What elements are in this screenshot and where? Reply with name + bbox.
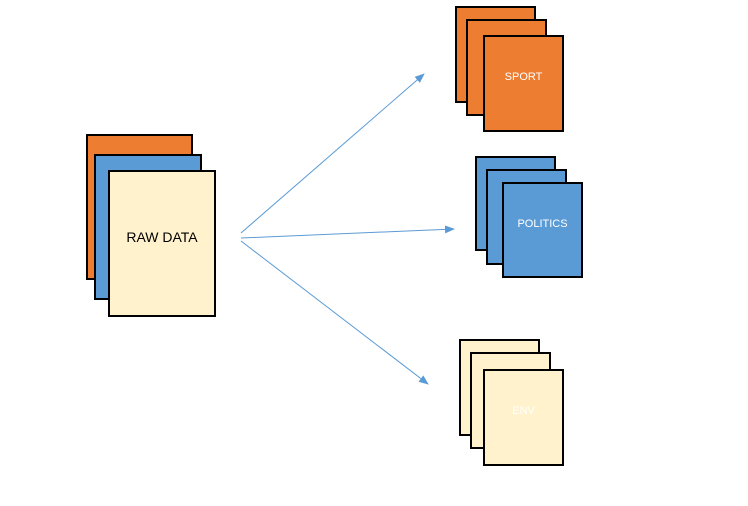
politics-label: POLITICS	[517, 218, 568, 230]
raw-data-card-front	[108, 170, 216, 317]
raw-data-label: RAW DATA	[126, 229, 198, 245]
sport-card-front	[483, 35, 564, 132]
env-card-front	[483, 369, 564, 466]
arrow-to-sport	[240, 73, 425, 234]
env-label: ENV	[512, 405, 535, 417]
arrow-to-env	[240, 240, 429, 385]
arrow-to-politics	[240, 225, 455, 239]
politics-card-front	[502, 182, 583, 278]
sport-label: SPORT	[504, 70, 543, 83]
